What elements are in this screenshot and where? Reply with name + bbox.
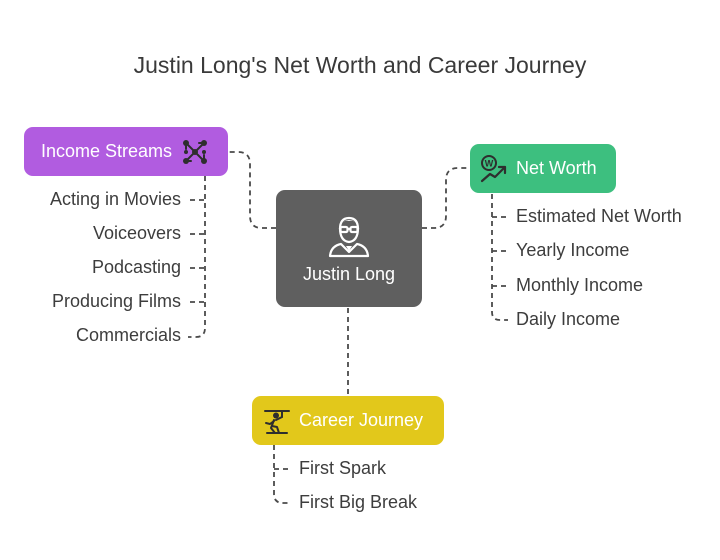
growth-chart-icon: W — [479, 154, 509, 184]
net-worth-item-yearly: Yearly Income — [516, 240, 630, 260]
center-node[interactable]: Justin Long — [276, 190, 422, 307]
income-item-producing: Producing Films — [51, 291, 181, 311]
person-with-glasses-icon — [324, 214, 374, 258]
connector-center-networth — [422, 167, 470, 229]
connector-center-income — [228, 151, 276, 229]
income-streams-label: Income Streams — [41, 141, 173, 161]
connector-income-trunk — [188, 176, 206, 338]
career-item-first-big-break: First Big Break — [299, 492, 418, 512]
net-worth-label: Net Worth — [516, 158, 597, 178]
center-node-label: Justin Long — [302, 264, 396, 284]
diagram-title: Justin Long's Net Worth and Career Journ… — [133, 52, 587, 78]
income-item-podcasting: Podcasting — [91, 257, 181, 277]
income-streams-node[interactable]: Income Streams — [24, 127, 228, 176]
net-worth-item-estimated: Estimated Net Worth — [516, 206, 682, 226]
income-item-commercials: Commercials — [75, 325, 181, 345]
net-worth-item-daily: Daily Income — [516, 309, 621, 329]
net-worth-node[interactable]: W Net Worth — [470, 144, 616, 193]
connector-networth-trunk — [491, 194, 508, 321]
career-journey-label: Career Journey — [299, 410, 424, 430]
net-worth-item-monthly: Monthly Income — [516, 275, 644, 295]
network-nodes-icon — [180, 137, 210, 167]
career-journey-node[interactable]: Career Journey — [252, 396, 444, 445]
income-item-acting: Acting in Movies — [49, 189, 181, 209]
climbing-person-icon — [262, 406, 292, 436]
income-item-voiceovers: Voiceovers — [92, 223, 181, 243]
svg-text:W: W — [485, 158, 494, 168]
career-item-first-spark: First Spark — [299, 458, 387, 478]
connector-career-trunk — [273, 445, 291, 504]
